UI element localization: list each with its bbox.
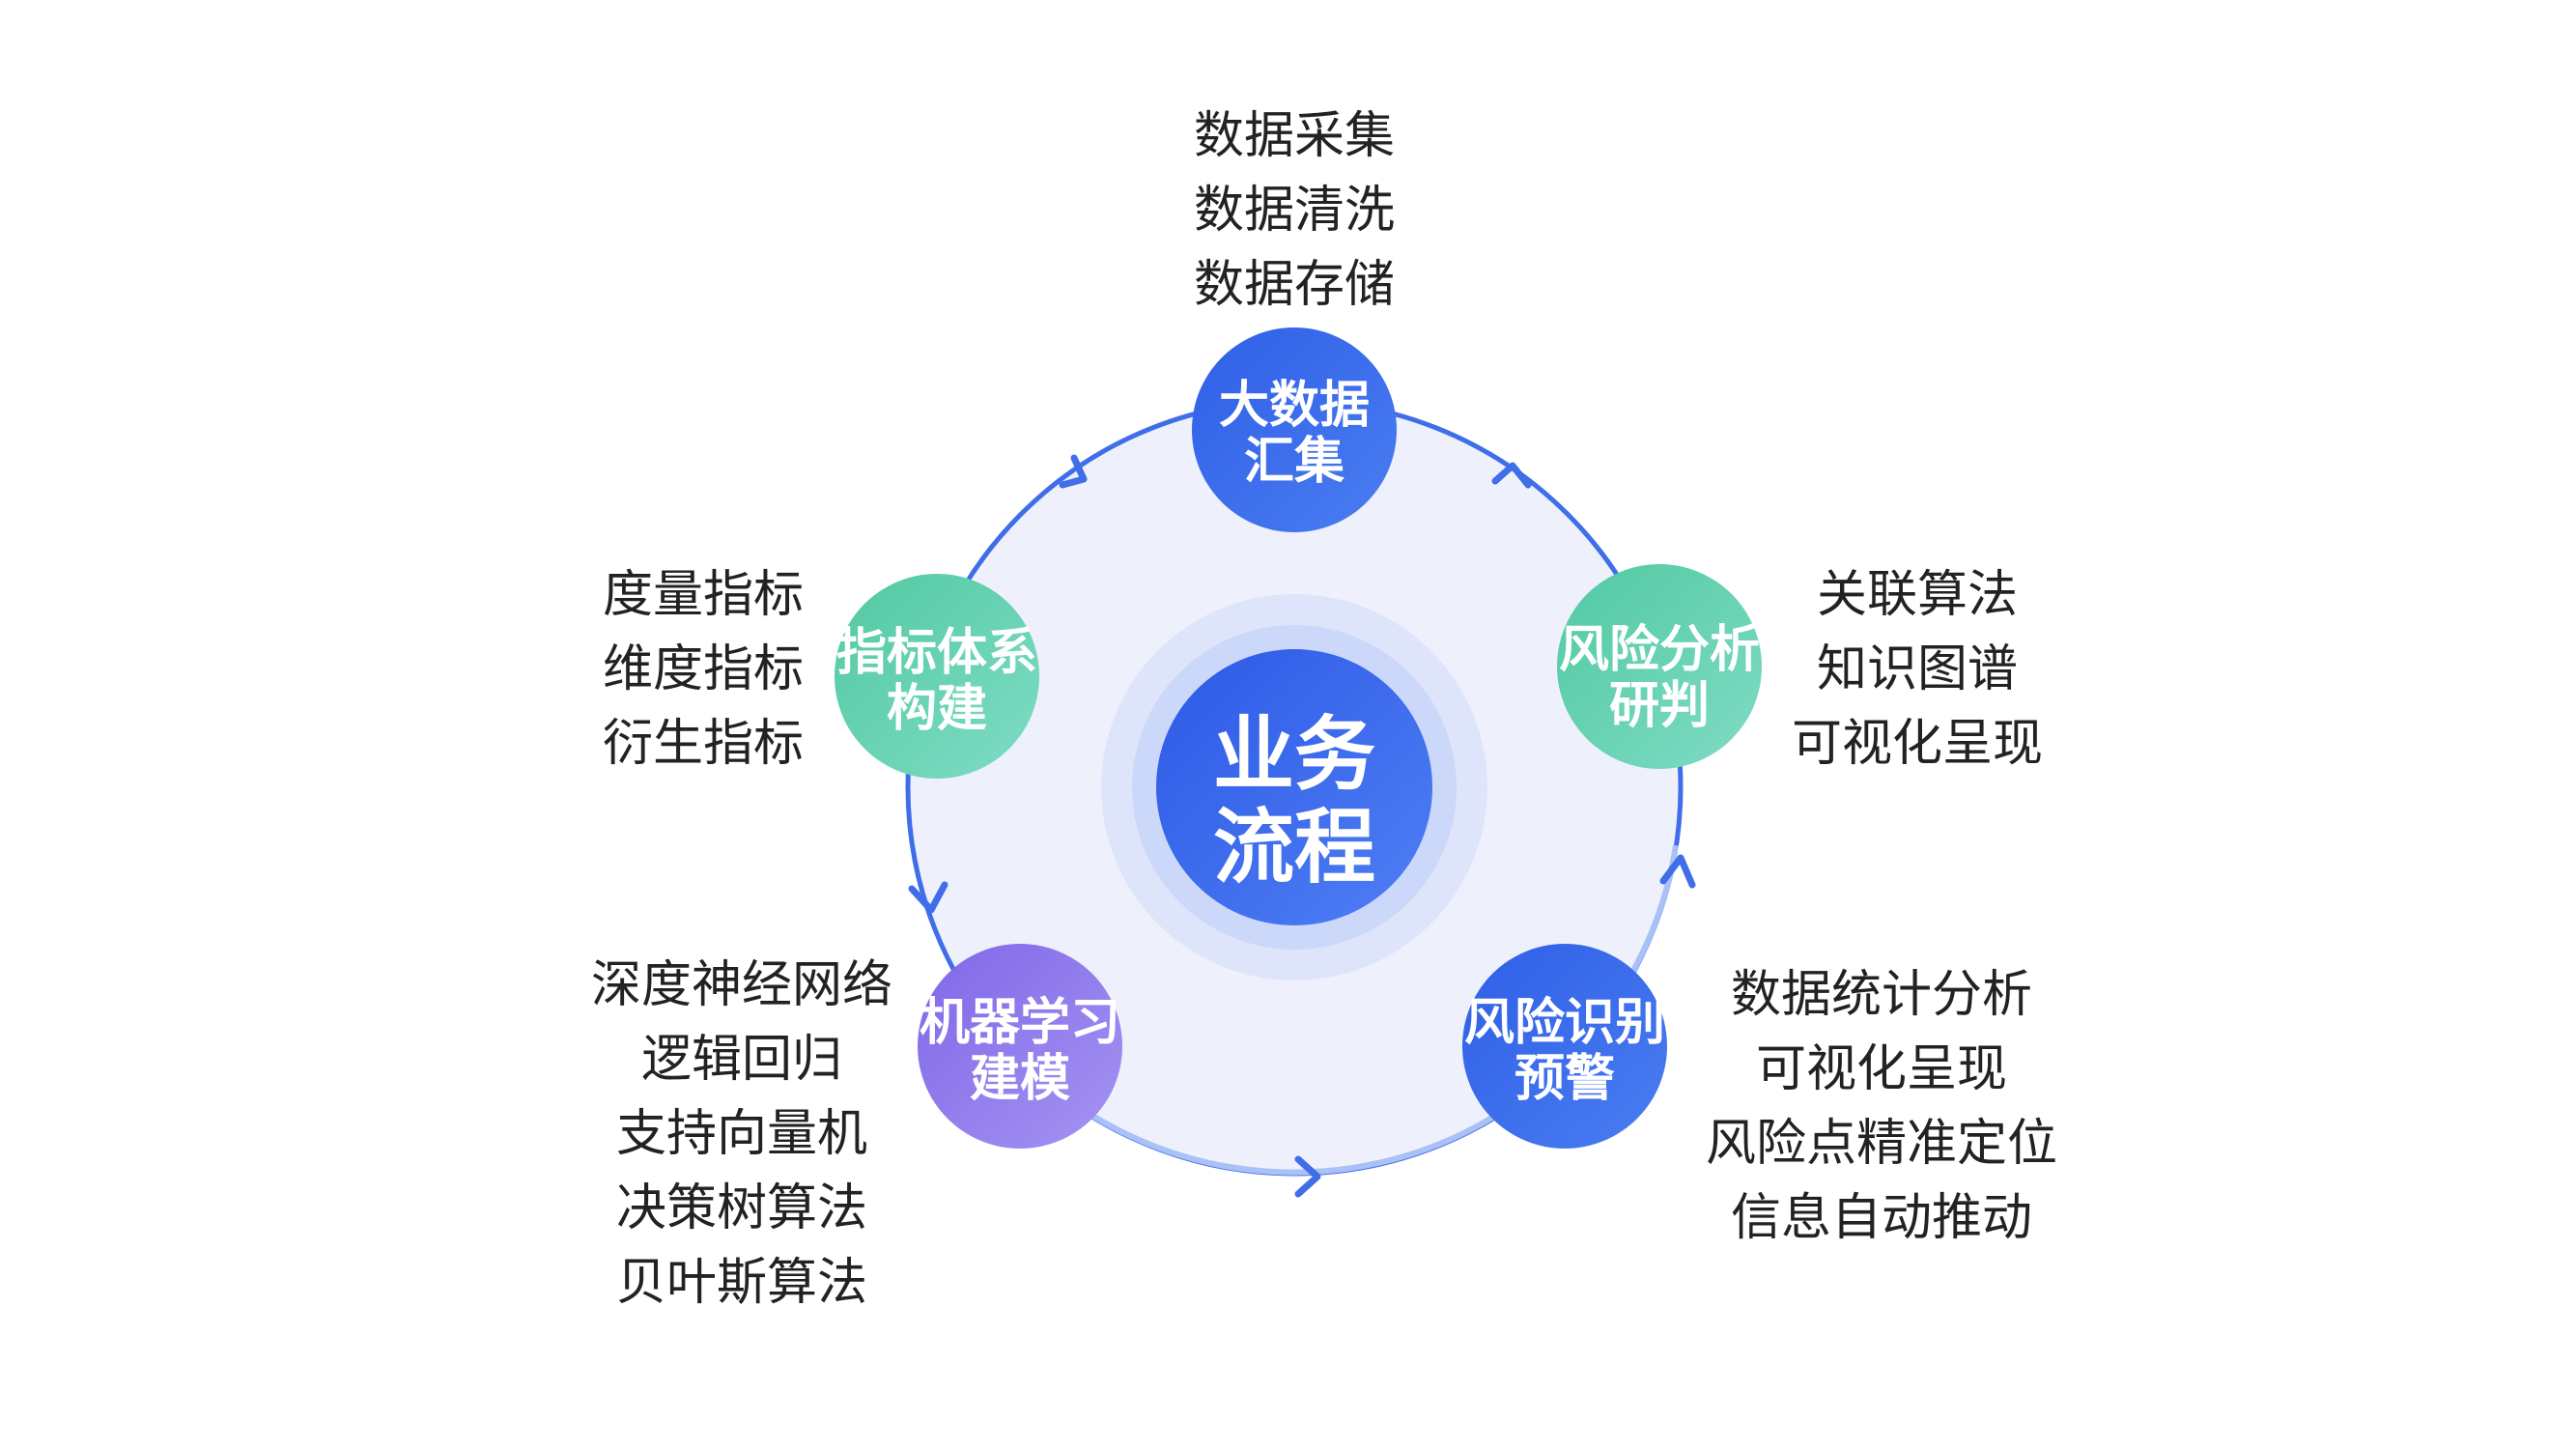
desc-item: 知识图谱 xyxy=(1817,640,2018,698)
desc-item: 逻辑回归 xyxy=(641,1031,842,1089)
node-machine-learning: 机器学习 建模 xyxy=(918,944,1122,1149)
node-label-line1: 大数据 xyxy=(1219,377,1370,435)
desc-item: 关联算法 xyxy=(1817,566,2018,624)
desc-item: 度量指标 xyxy=(603,566,804,624)
node-label-line1: 指标体系 xyxy=(836,624,1037,682)
direction-arrow-icon xyxy=(1059,454,1088,489)
desc-item: 衍生指标 xyxy=(603,715,804,773)
node-indicator-system: 指标体系 构建 xyxy=(835,574,1039,779)
desc-item: 数据存储 xyxy=(1194,256,1395,314)
node-label-line2: 汇集 xyxy=(1244,433,1345,491)
node-circle xyxy=(835,574,1039,779)
node-risk-analysis: 风险分析 研判 xyxy=(1557,564,1762,769)
node-label-line2: 建模 xyxy=(970,1050,1070,1108)
center-title-line1: 业务 xyxy=(1213,707,1375,802)
node-label-line2: 预警 xyxy=(1514,1050,1615,1108)
node-data-collection: 大数据 汇集 xyxy=(1192,327,1397,532)
center-title-line2: 流程 xyxy=(1213,800,1375,895)
node-circle xyxy=(1462,944,1667,1149)
desc-item: 风险点精准定位 xyxy=(1706,1115,2057,1173)
desc-item: 可视化呈现 xyxy=(1792,715,2043,773)
desc-item: 可视化呈现 xyxy=(1756,1040,2007,1098)
center-circle xyxy=(1156,649,1432,925)
desc-item: 决策树算法 xyxy=(616,1179,867,1237)
node-label-line1: 风险分析 xyxy=(1559,621,1760,679)
node-circle xyxy=(1192,327,1397,532)
desc-item: 支持向量机 xyxy=(616,1105,867,1163)
node-risk-warning: 风险识别 预警 xyxy=(1462,944,1667,1149)
node-label-line1: 机器学习 xyxy=(920,994,1120,1052)
desc-item: 贝叶斯算法 xyxy=(616,1254,867,1312)
desc-item: 数据统计分析 xyxy=(1731,966,2032,1024)
desc-risk-analysis: 关联算法 知识图谱 可视化呈现 xyxy=(1792,566,2043,773)
desc-indicator-system: 度量指标 维度指标 衍生指标 xyxy=(603,566,804,773)
direction-arrow-icon xyxy=(1659,854,1696,889)
desc-risk-warning: 数据统计分析 可视化呈现 风险点精准定位 信息自动推动 xyxy=(1706,966,2057,1247)
node-circle xyxy=(918,944,1122,1149)
node-label-line2: 构建 xyxy=(887,680,987,738)
desc-data-collection: 数据采集 数据清洗 数据存储 xyxy=(1194,107,1395,314)
desc-item: 数据采集 xyxy=(1194,107,1395,165)
desc-item: 数据清洗 xyxy=(1194,182,1395,240)
desc-item: 深度神经网络 xyxy=(591,956,892,1014)
node-label-line2: 研判 xyxy=(1609,677,1710,735)
desc-item: 信息自动推动 xyxy=(1731,1189,2032,1247)
desc-item: 维度指标 xyxy=(603,640,804,698)
desc-machine-learning: 深度神经网络 逻辑回归 支持向量机 决策树算法 贝叶斯算法 xyxy=(591,956,892,1312)
node-label-line1: 风险识别 xyxy=(1464,994,1665,1052)
node-circle xyxy=(1557,564,1762,769)
direction-arrow-icon xyxy=(1491,462,1532,489)
direction-arrow-icon xyxy=(908,881,948,914)
direction-arrow-icon xyxy=(1294,1155,1321,1198)
